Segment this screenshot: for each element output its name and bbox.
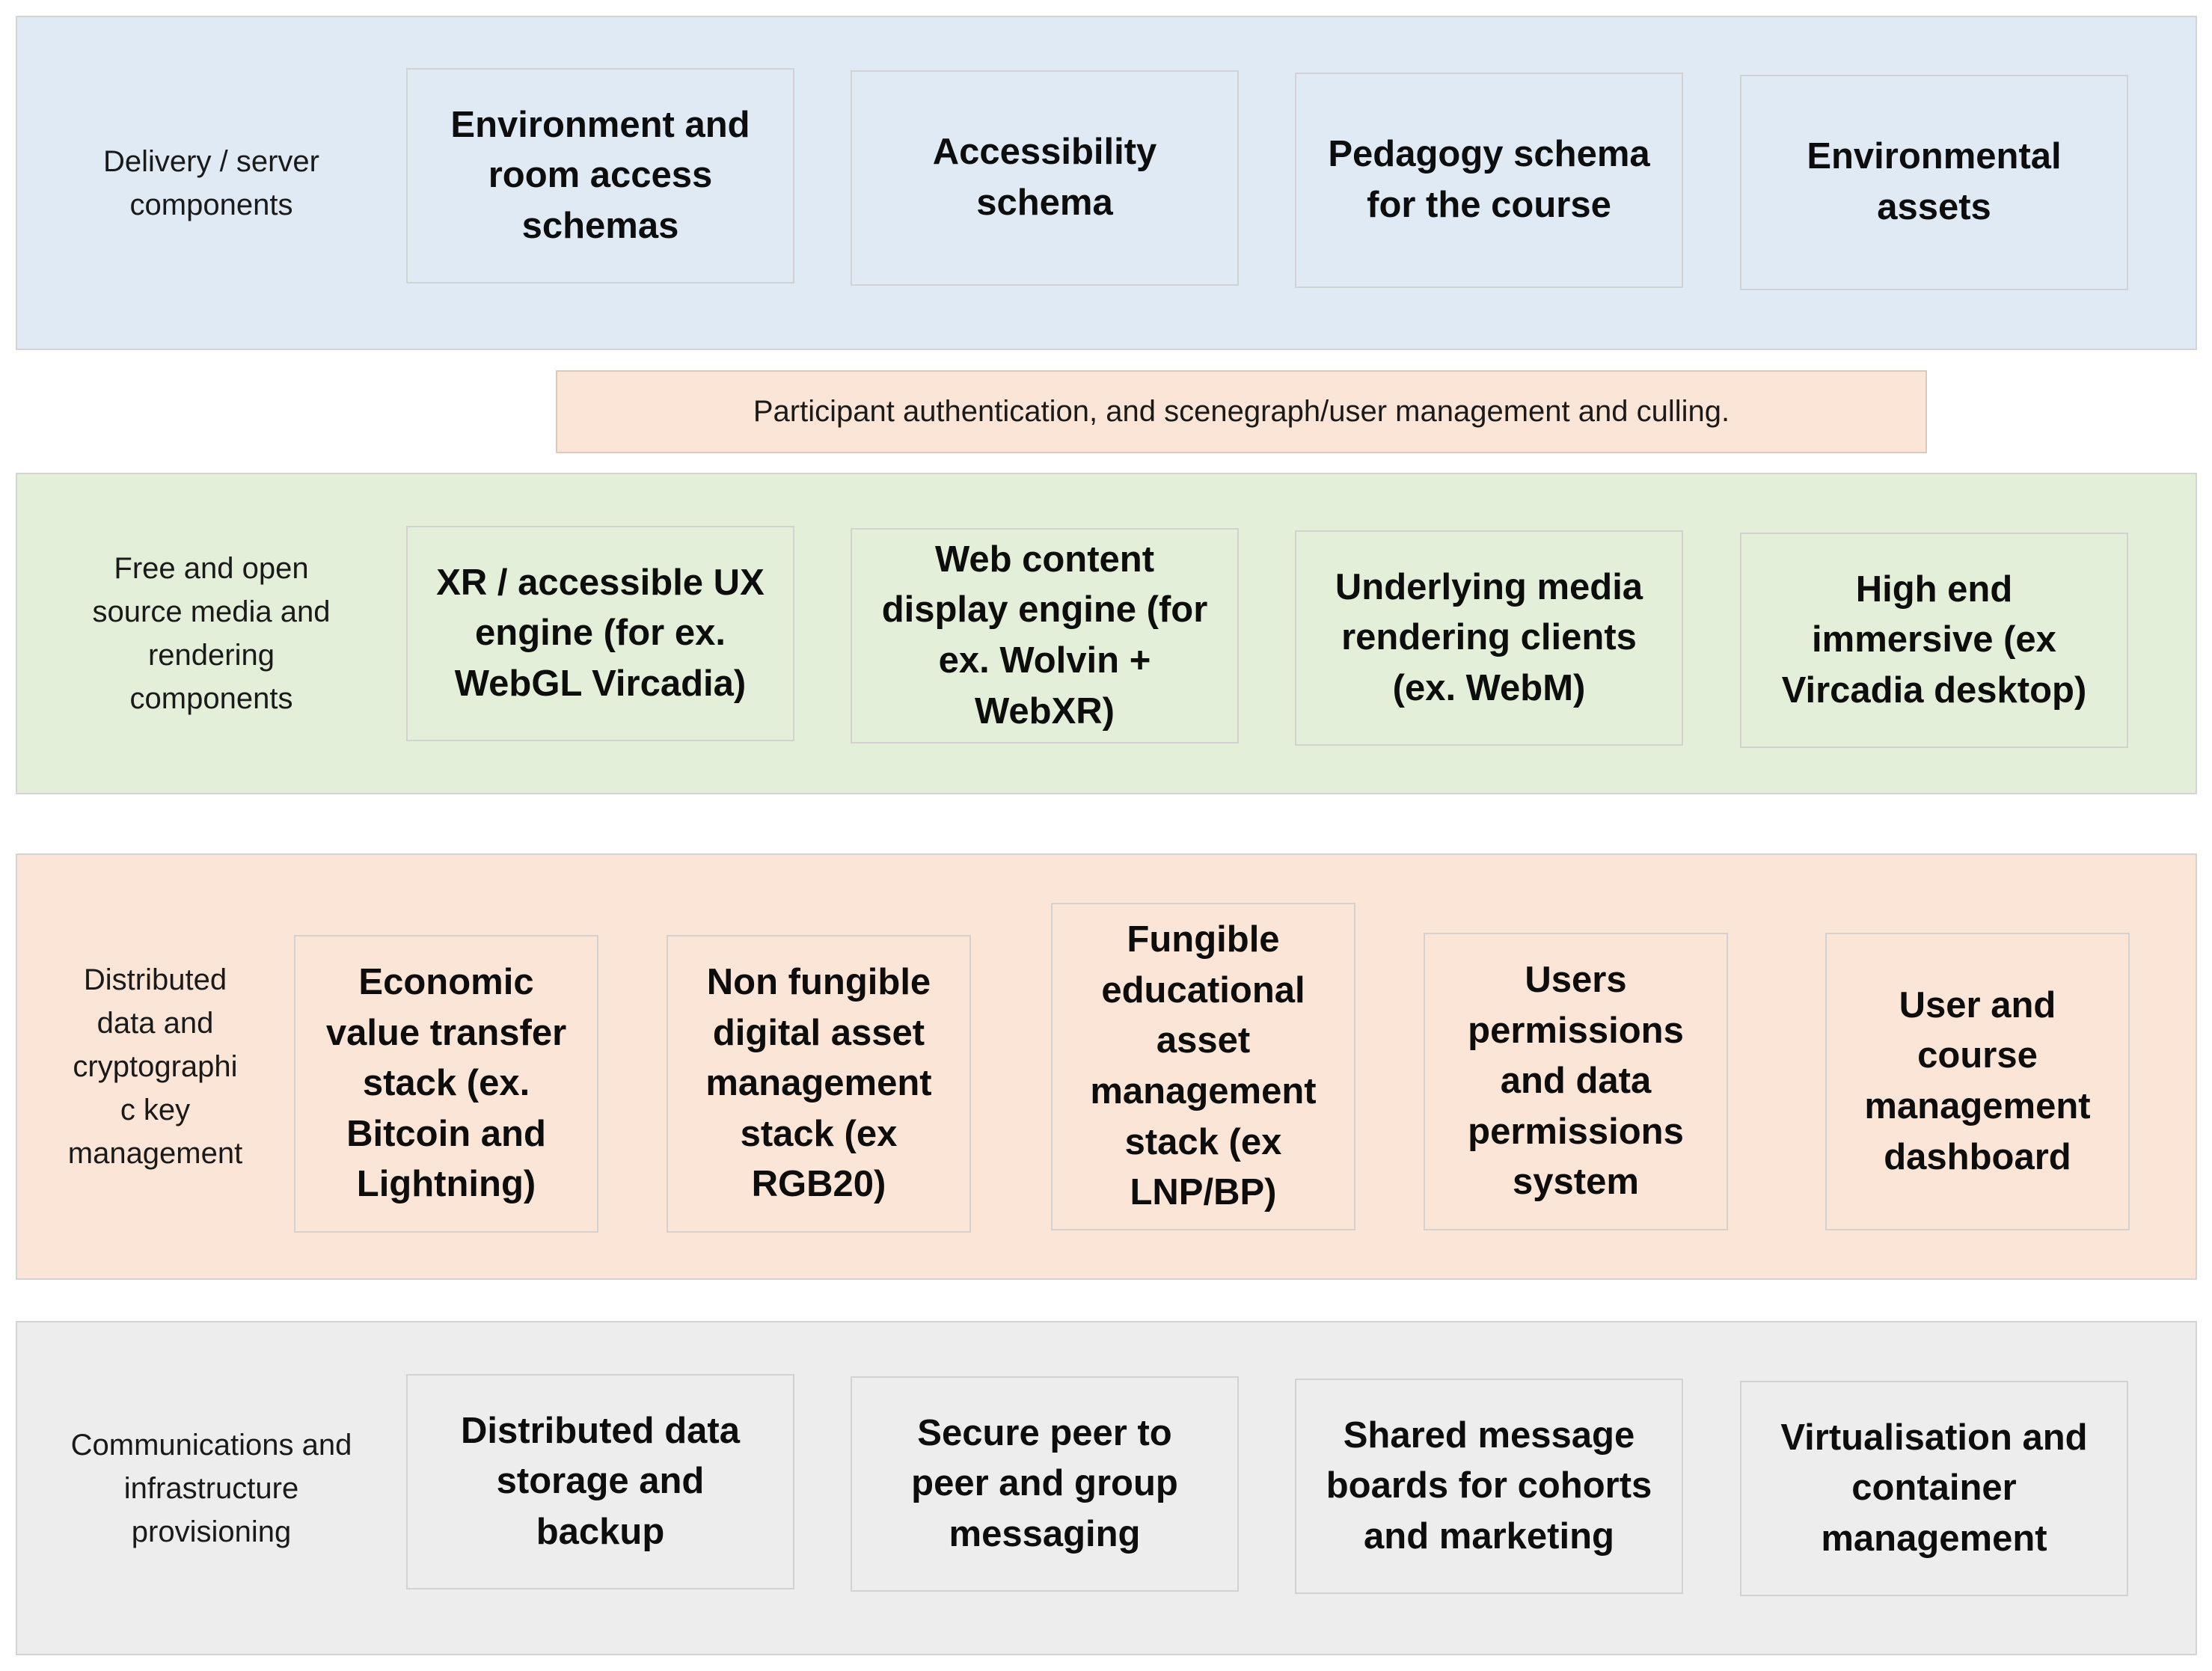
box-environmental-assets: Environmental assets — [1740, 75, 2128, 290]
box-user-course-management-dashboard: User and course management dashboard — [1825, 933, 2130, 1230]
box-shared-message-boards: Shared message boards for cohorts and ma… — [1295, 1379, 1683, 1594]
box-users-permissions-system: Users permissions and data permissions s… — [1424, 933, 1728, 1230]
layer-distributed-data-label: Distributed data and cryptographi c key … — [67, 963, 243, 1170]
box-fungible-educational-asset-stack: Fungible educational asset management st… — [1051, 903, 1355, 1230]
box-virtualisation-container-management: Virtualisation and container management — [1740, 1381, 2128, 1596]
layer-foss-media-label: Free and open source media and rendering… — [92, 552, 331, 715]
box-accessibility-schema: Accessibility schema — [851, 70, 1239, 286]
layer-comms-infra-label: Communications and infrastructure provis… — [70, 1428, 352, 1548]
box-economic-value-transfer-stack: Economic value transfer stack (ex. Bitco… — [294, 935, 598, 1233]
box-high-end-immersive: High end immersive (ex Vircadia desktop) — [1740, 533, 2128, 748]
box-xr-accessible-ux-engine: XR / accessible UX engine (for ex. WebGL… — [406, 526, 794, 741]
participant-auth-bar: Participant authentication, and scenegra… — [556, 370, 1927, 453]
box-environment-room-access-schemas: Environment and room access schemas — [406, 68, 794, 283]
box-pedagogy-schema: Pedagogy schema for the course — [1295, 73, 1683, 288]
box-web-content-display-engine: Web content display engine (for ex. Wolv… — [851, 528, 1239, 743]
box-distributed-data-storage: Distributed data storage and backup — [406, 1374, 794, 1589]
box-non-fungible-asset-stack: Non fungible digital asset management st… — [667, 935, 971, 1233]
box-underlying-media-rendering-clients: Underlying media rendering clients (ex. … — [1295, 530, 1683, 746]
layer-delivery-label: Delivery / server components — [103, 144, 319, 221]
box-secure-p2p-messaging: Secure peer to peer and group messaging — [851, 1376, 1239, 1592]
